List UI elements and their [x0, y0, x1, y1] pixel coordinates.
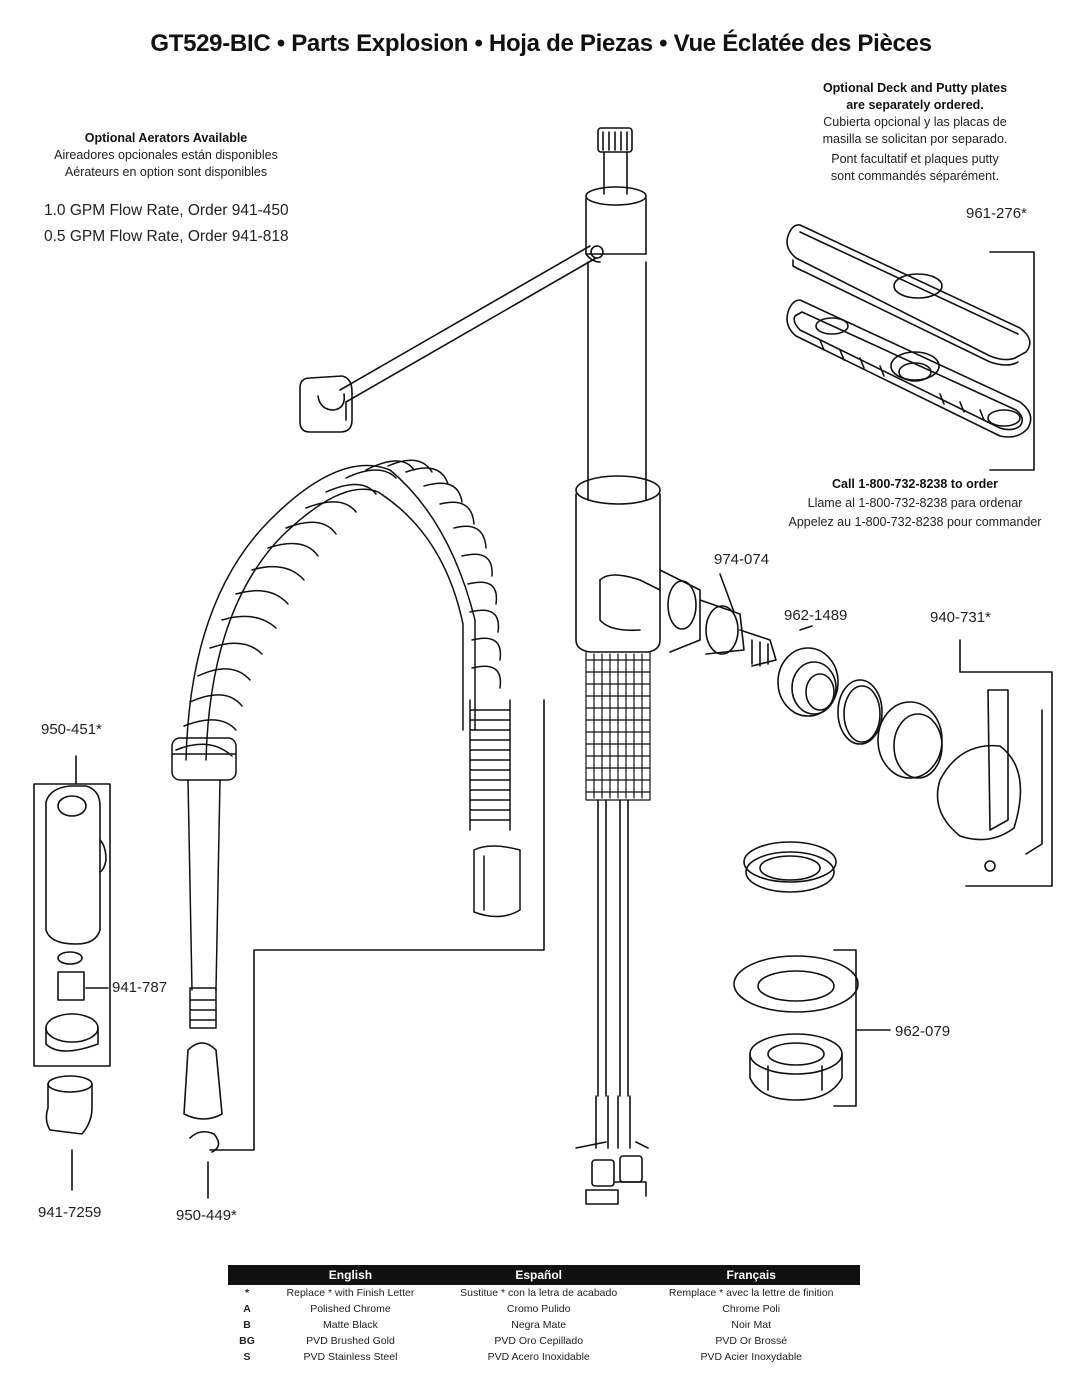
- aerator-key-941-7259: [45, 1075, 93, 1191]
- finish-francais: Noir Mat: [731, 1319, 772, 1331]
- spray-head-950-451: [45, 785, 109, 1052]
- finish-francais: Chrome Poli: [722, 1303, 781, 1315]
- finish-espanol: Cromo Pulido: [506, 1303, 571, 1315]
- aerators-note: Optional Aerators Available Aireadores o…: [36, 130, 296, 181]
- part-label-950-451: 950-451*: [41, 721, 102, 738]
- finish-english: PVD Stainless Steel: [303, 1351, 398, 1363]
- finish-code: B: [243, 1319, 251, 1331]
- bonnet-nut-962-1489: [777, 625, 839, 717]
- finish-english: PVD Brushed Gold: [306, 1335, 395, 1347]
- deck-es-2: masilla se solicitan por separado.: [822, 132, 1008, 146]
- order-heading: Call 1-800-732-8238 to order: [831, 477, 999, 491]
- deck-plate: [786, 224, 1031, 366]
- flow-rate-1: 1.0 GPM Flow Rate, Order 941-450: [44, 202, 289, 219]
- flow-rate-2: 0.5 GPM Flow Rate, Order 941-818: [44, 228, 289, 245]
- faucet-body: [575, 475, 701, 653]
- part-label-974-074: 974-074: [714, 551, 770, 568]
- part-label-940-731: 940-731*: [930, 609, 991, 626]
- table-row: BG PVD Brushed Gold PVD Oro Cepillado PV…: [228, 1333, 860, 1349]
- faucet-spout: [299, 127, 647, 501]
- deck-heading-2: are separately ordered.: [846, 98, 984, 112]
- finish-espanol: PVD Acero Inoxidable: [487, 1351, 590, 1363]
- aerators-fr: Aérateurs en option sont disponibles: [64, 165, 268, 179]
- bracket-962-079: [833, 949, 891, 1107]
- hose-weight-950-449: [183, 1042, 223, 1153]
- retainer-ring: [743, 841, 837, 893]
- part-label-961-276: 961-276*: [966, 205, 1027, 222]
- finish-english: Matte Black: [323, 1319, 378, 1331]
- parts-explosion-drawing: [33, 127, 1053, 1205]
- part-label-950-449: 950-449*: [176, 1207, 237, 1224]
- finish-english: Polished Chrome: [310, 1303, 391, 1315]
- deck-plates-note: Optional Deck and Putty plates are separ…: [790, 80, 1040, 185]
- finish-francais: Remplace * avec la lettre de finition: [668, 1287, 834, 1299]
- supply-lines: [575, 799, 649, 1205]
- spring-hose: [171, 459, 521, 1029]
- finish-code: A: [243, 1303, 251, 1315]
- table-row: B Matte Black Negra Mate Noir Mat: [228, 1317, 860, 1333]
- putty-plate: [786, 299, 1032, 438]
- finish-espanol: Negra Mate: [511, 1319, 567, 1331]
- deck-heading-1: Optional Deck and Putty plates: [822, 81, 1008, 95]
- washer-and-nut-962-079: [733, 955, 859, 1101]
- table-row: A Polished Chrome Cromo Pulido Chrome Po…: [228, 1301, 860, 1317]
- part-label-962-1489: 962-1489: [784, 607, 848, 624]
- bracket-950-451: [33, 755, 111, 1067]
- bracket-961-276: [989, 251, 1035, 471]
- legend-header-row: English Español Français: [228, 1265, 860, 1285]
- part-label-941-787: 941-787: [112, 979, 168, 996]
- table-row: S PVD Stainless Steel PVD Acero Inoxidab…: [228, 1349, 860, 1365]
- bracket-940-731: [959, 639, 1053, 887]
- deck-es-1: Cubierta opcional y las placas de: [823, 115, 1007, 129]
- part-label-941-7259: 941-7259: [38, 1204, 102, 1221]
- legend-header-espanol: Español: [434, 1265, 643, 1285]
- finish-espanol: Sustitue * con la letra de acabado: [460, 1287, 618, 1299]
- aerator-flow-rates: 1.0 GPM Flow Rate, Order 941-450 0.5 GPM…: [44, 198, 289, 250]
- threaded-shank: [585, 651, 651, 801]
- order-es: Llame al 1-800-732-8238 para ordenar: [807, 496, 1023, 510]
- table-row: * Replace * with Finish Letter Sustitue …: [228, 1285, 860, 1301]
- deck-fr-1: Pont facultatif et plaques putty: [831, 152, 999, 166]
- finish-code: BG: [239, 1335, 255, 1347]
- finish-espanol: PVD Oro Cepillado: [494, 1335, 584, 1347]
- bracket-hose: [209, 699, 545, 1151]
- aerators-heading: Optional Aerators Available: [84, 131, 248, 145]
- order-fr: Appelez au 1-800-732-8238 pour commander: [788, 515, 1042, 529]
- cartridge-974-074: [699, 573, 777, 667]
- finish-francais: PVD Or Brossé: [715, 1335, 788, 1347]
- finish-code: *: [244, 1287, 250, 1299]
- finish-code: S: [243, 1351, 251, 1363]
- finish-legend-table: English Español Français * Replace * wit…: [228, 1265, 860, 1365]
- deck-fr-2: sont commandés séparément.: [830, 169, 1000, 183]
- handle-assembly: [837, 679, 1043, 872]
- aerators-es: Aireadores opcionales están disponibles: [54, 148, 278, 162]
- finish-francais: PVD Acier Inoxydable: [700, 1351, 802, 1363]
- legend-header-francais: Français: [642, 1265, 860, 1285]
- finish-english: Replace * with Finish Letter: [286, 1287, 415, 1299]
- legend-header-english: English: [266, 1265, 435, 1285]
- order-note: Call 1-800-732-8238 to order Llame al 1-…: [770, 476, 1060, 531]
- part-label-962-079: 962-079: [895, 1023, 951, 1040]
- legend-header-code: [228, 1265, 266, 1285]
- page-title: GT529-BIC • Parts Explosion • Hoja de Pi…: [150, 30, 932, 57]
